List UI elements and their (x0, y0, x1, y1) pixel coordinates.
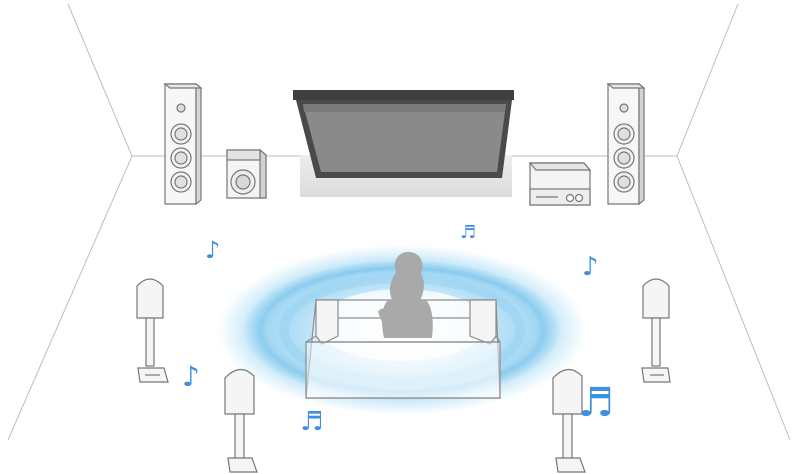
music-note-icon-6: ♬ (578, 380, 614, 426)
subwoofer-icon (227, 150, 266, 198)
music-note-icon-5: ♬ (300, 407, 323, 437)
music-note-icon-1: ♪ (205, 236, 220, 264)
music-note-icon-4: ♪ (182, 360, 200, 393)
surround-left-speaker-icon (137, 279, 168, 382)
surround-right-speaker-icon (642, 279, 670, 382)
music-note-icon-3: ♪ (582, 252, 599, 282)
music-note-icon-2: ♬ (460, 222, 476, 243)
front-right-tower-speaker-icon (608, 84, 644, 204)
surround-back-left-speaker-icon (225, 369, 257, 472)
television-icon (293, 90, 514, 178)
av-receiver-icon (530, 163, 590, 205)
front-left-tower-speaker-icon (165, 84, 201, 204)
